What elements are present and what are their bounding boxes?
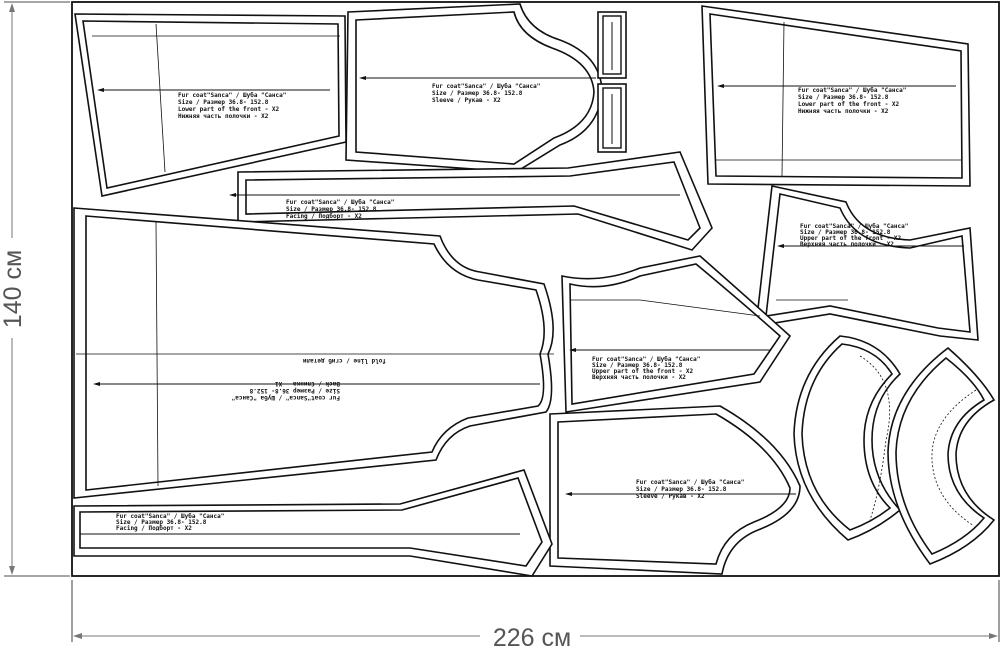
piece-upper-front-right: Fur coat"Sanса" / Шуба "Санса" Size / Ра… [755, 185, 979, 341]
width-dimension: 226 см [71, 580, 1000, 649]
label-line2: Size / Размер 36.8- 152.8 [592, 362, 683, 369]
label-line1: Fur coat"Sanса" / Шуба "Санса" [178, 92, 286, 99]
label-line3: Lower part of the front - X2 [798, 101, 900, 108]
piece-lower-front-left: Fur coat"Sanса" / Шуба "Санса" Size / Ра… [74, 13, 347, 197]
piece-sleeve-bottom: Fur coat"Sanса" / Шуба "Санса" Size / Ра… [549, 405, 801, 575]
label-line2: Size / Размер 36.8- 152.8 [116, 519, 207, 526]
width-label: 226 см [493, 624, 571, 649]
label-line2: Size / Размер 36.8- 152.8 [800, 229, 891, 236]
label-line1: Fur coat"Sanса" / Шуба "Санса" [432, 83, 540, 90]
label-line2: Size / Размер 36.8- 152.8 [249, 387, 340, 394]
label-line1: Fur coat"Sanса" / Шуба "Санса" [232, 394, 340, 401]
label-line3: Facing / Подборт - X2 [286, 213, 362, 220]
piece-strip-bottom [597, 83, 627, 153]
label-line2: Size / Размер 36.8- 152.8 [636, 486, 727, 493]
label-line4: Верхняя часть полочки - X2 [800, 241, 894, 248]
label-line4: Нижняя часть полочки - X2 [178, 113, 269, 120]
label-line3: Lower part of the front - X2 [178, 106, 280, 113]
piece-facing-bottom: Fur coat"Sanса" / Шуба "Санса" Size / Ра… [73, 469, 553, 577]
height-label: 140 см [0, 250, 27, 328]
label-line3: Sleeve / Рукав - X2 [432, 97, 501, 104]
piece-upper-front-mid: Fur coat"Sanса" / Шуба "Санса" Size / Ра… [561, 255, 792, 413]
label-line4: Нижняя часть полочки - X2 [798, 108, 889, 115]
label-line2: Size / Размер 36.8- 152.8 [178, 99, 269, 106]
label-line3: Back / Спинка - X1 [275, 380, 340, 387]
label-line4: Верхняя часть полочки - X2 [592, 374, 686, 381]
label-line1: Fur coat"Sanса" / Шуба "Санса" [636, 479, 744, 486]
label-line1: Fur coat"Sanса" / Шуба "Санса" [798, 87, 906, 94]
label-line1: Fur coat"Sanса" / Шуба "Санса" [286, 199, 394, 206]
label-line1: Fur coat"Sanса" / Шуба "Санса" [592, 356, 700, 363]
label-line3: Facing / Подборт - X2 [116, 525, 192, 532]
label-line3: Sleeve / Рукав - X2 [636, 493, 705, 500]
label-line2: Size / Размер 36.8- 152.8 [798, 94, 889, 101]
piece-sleeve-top: Fur coat"Sanса" / Шуба "Санса" Size / Ра… [345, 3, 603, 173]
label-line2: Size / Размер 36.8- 152.8 [432, 90, 523, 97]
label-line1: Fur coat"Sanса" / Шуба "Санса" [800, 223, 908, 230]
piece-lower-front-right: Fur coat"Sanса" / Шуба "Санса" Size / Ра… [701, 5, 971, 187]
piece-back: fold line / сгиб детали Fur coat"Sanса" … [73, 207, 554, 499]
label-line3: Upper part of the front - X2 [592, 368, 694, 375]
label-line2: Size / Размер 36.8- 152.8 [286, 206, 377, 213]
piece-collar-right [887, 346, 996, 565]
label-line1: Fur coat"Sanса" / Шуба "Санса" [116, 513, 224, 520]
piece-strip-top [597, 11, 627, 79]
piece-facing-top: Fur coat"Sanса" / Шуба "Санса" Size / Ра… [229, 151, 713, 251]
height-dimension: 140 см [0, 1, 70, 577]
piece-collar-left [793, 335, 902, 541]
fold-label: fold line / сгиб детали [303, 357, 386, 364]
label-line3: Upper part of the front - X2 [800, 235, 902, 242]
